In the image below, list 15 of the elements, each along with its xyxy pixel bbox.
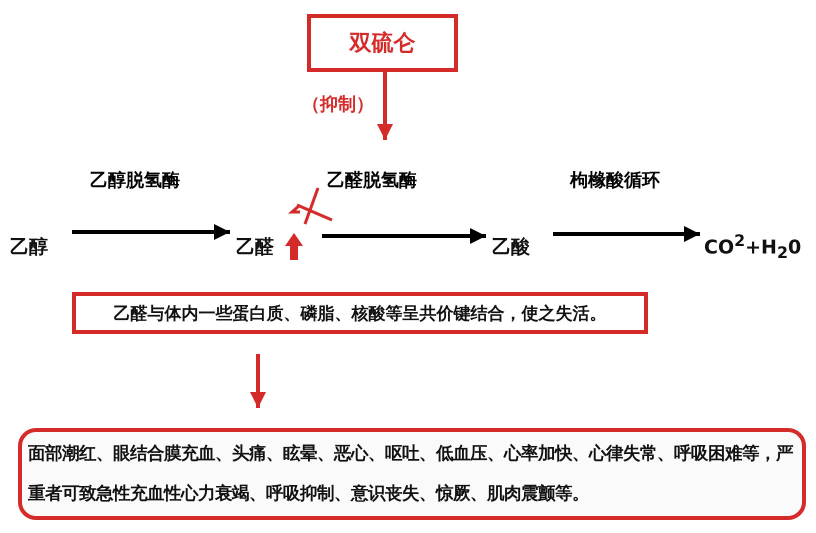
arrow xyxy=(377,72,393,140)
arrow xyxy=(72,224,230,240)
arrow xyxy=(553,226,700,242)
drug-box: 双硫仑 xyxy=(307,14,458,72)
effect-box: 乙醛与体内一些蛋白质、磷脂、核酸等呈共价键结合，使之失活。 xyxy=(72,292,648,334)
arrow xyxy=(322,228,486,244)
edge-label: 枸橼酸循环 xyxy=(568,168,662,192)
product-label: CO$^{2}$+H$_{2}$0 xyxy=(700,232,812,262)
edge-label: 乙醛脱氢酶 xyxy=(325,168,419,192)
compound-label: 乙醛 xyxy=(230,232,322,262)
compound-label: 乙醇 xyxy=(6,232,72,262)
edge-label: 乙醇脱氢酶 xyxy=(88,168,182,192)
compound-label: 乙酸 xyxy=(486,232,553,262)
symptom-box: 面部潮红、眼结合膜充血、头痛、眩晕、恶心、呕吐、低血压、心率加快、心律失常、呼吸困难等，严重者可致急性充血性心力衰竭、呼吸抑制、意识丧失、惊厥、肌肉震颤等。 xyxy=(18,428,806,520)
arrow xyxy=(250,354,266,408)
